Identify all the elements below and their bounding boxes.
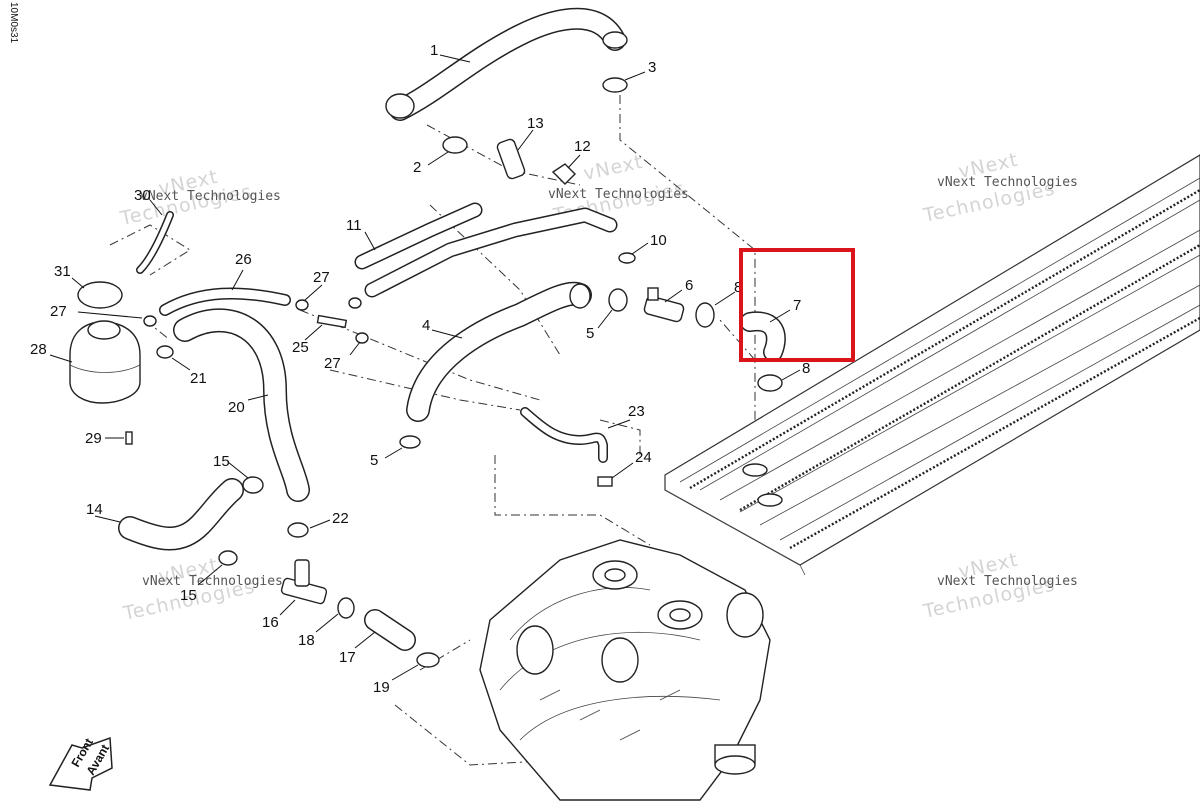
bracket-13 [496,138,526,180]
callout-26: 26 [235,251,252,268]
clamp-5-upper [608,288,628,312]
callout-13: 13 [527,115,544,132]
clamp-3 [602,77,628,93]
figure-code: 10M0s31 [8,2,19,44]
svg-text:vNext Technologies: vNext Technologies [140,189,281,204]
callout-6: 6 [685,277,693,294]
callout-28: 28 [30,341,47,358]
hose-4 [406,281,592,422]
clamp-15-upper [242,476,264,494]
clip-12 [551,163,576,185]
hose-26 [159,287,291,316]
clamp-27-left [143,315,157,327]
callout-4: 4 [422,317,430,334]
callout-1: 1 [430,42,438,59]
callout-29: 29 [85,430,102,447]
svg-text:vNext Technologies: vNext Technologies [937,574,1078,589]
radiator [664,154,1200,576]
callout-10: 10 [650,232,667,249]
callout-27-left: 27 [50,303,67,320]
hose-1 [385,7,628,121]
callout-23: 23 [628,403,645,420]
callout-5-lower: 5 [370,452,378,469]
watermark: Technologies vNext vNext Technologies [920,549,1077,623]
clamp-27-lower [355,332,369,344]
clamp-21 [156,345,174,359]
watermark: Technologies vNext vNext Technologies [920,149,1077,227]
callout-20: 20 [228,399,245,416]
callout-25: 25 [292,339,309,356]
front-arrow: Front Avant [48,736,113,791]
elbow-hose-7 [740,311,786,362]
clamp-19 [416,652,440,668]
watermark: Technologies vNext vNext Technologies [120,554,282,625]
callout-31: 31 [54,263,71,280]
callout-15-lower: 15 [180,587,197,604]
clamp-27-mid [295,299,309,311]
clamp-8-lower [757,374,783,392]
reservoir-28 [69,320,141,404]
hose-14 [118,478,244,551]
hose-17 [364,609,416,651]
svg-text:vNext: vNext [581,151,645,185]
callout-15-upper: 15 [213,453,230,470]
clamp-8-upper [695,302,715,328]
callout-5-upper: 5 [586,325,594,342]
callout-27-upper: 27 [313,269,330,286]
tube-23 [520,407,608,463]
callout-3: 3 [648,59,656,76]
clamp-22 [287,522,309,538]
clip-24 [597,476,613,487]
callout-17: 17 [339,649,356,666]
svg-text:vNext Technologies: vNext Technologies [937,175,1078,190]
hose-20 [173,308,310,502]
callout-11: 11 [346,217,362,234]
fitting-25 [316,314,348,329]
svg-text:vNext Technologies: vNext Technologies [142,574,283,589]
tee-fitting-16 [280,559,328,605]
clamp-15-lower [218,550,238,566]
callout-7: 7 [793,297,801,314]
clamp-27-right [348,297,362,309]
callout-22: 22 [332,510,349,527]
callout-labels: 1 2 3 4 5 5 6 7 8 8 10 11 12 13 14 15 15… [30,42,810,696]
callout-16: 16 [262,614,279,631]
screw-29 [125,431,133,445]
callout-19: 19 [373,679,390,696]
callout-24: 24 [635,449,652,466]
clamp-2 [442,136,468,154]
clamp-18 [337,597,355,619]
svg-text:vNext Technologies: vNext Technologies [548,187,689,202]
callout-8-lower: 8 [802,360,810,377]
leader-lines [49,54,801,681]
callout-27-lower: 27 [324,355,341,372]
clamp-10 [618,252,636,264]
callout-30: 30 [134,187,151,204]
callout-8-upper: 8 [734,279,742,296]
callout-14: 14 [86,501,103,518]
hose-11 [354,202,618,298]
fitting-6 [643,287,685,323]
highlight-box [739,248,855,362]
engine [479,539,771,801]
clamp-5-lower [399,435,421,449]
callout-2: 2 [413,159,421,176]
callout-12: 12 [574,138,591,155]
cap-31 [77,281,123,309]
hose-30 [136,211,174,274]
callout-18: 18 [298,632,315,649]
callout-21: 21 [190,370,207,387]
